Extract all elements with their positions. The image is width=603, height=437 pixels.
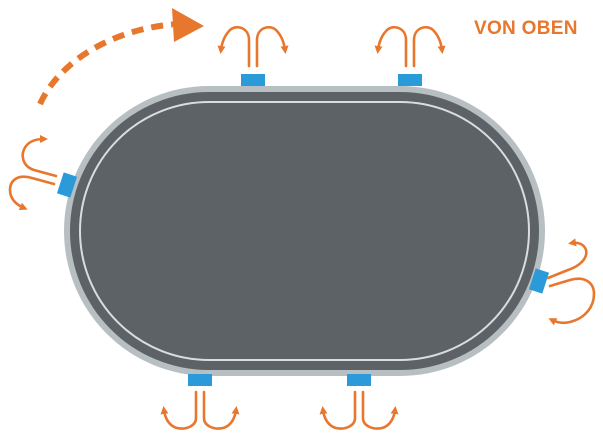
- airflow-arrow-icon: [8, 135, 58, 211]
- vent-icon: [528, 268, 550, 294]
- table-inner-line: [79, 101, 530, 361]
- vent-icon: [241, 74, 265, 86]
- vent-icon: [188, 374, 212, 386]
- vent-icon: [56, 172, 78, 198]
- airflow-arrows-right: [546, 238, 596, 326]
- airflow-arrows-top: [217, 26, 446, 68]
- vent-icon: [347, 374, 371, 386]
- airflow-arrows-left: [8, 135, 58, 211]
- rotation-arrow-icon: [37, 8, 204, 106]
- airflow-arrow-icon: [217, 26, 289, 68]
- vents: [56, 74, 550, 386]
- table-surface: [70, 92, 539, 370]
- airflow-arrow-icon: [160, 390, 240, 430]
- vent-icon: [398, 74, 422, 86]
- airflow-arrow-icon: [546, 238, 596, 326]
- diagram-title: VON OBEN: [474, 18, 578, 39]
- oval-table: [64, 86, 545, 376]
- airflow-arrow-icon: [319, 390, 399, 430]
- airflow-arrow-icon: [374, 26, 446, 68]
- airflow-arrows-bottom: [160, 390, 399, 430]
